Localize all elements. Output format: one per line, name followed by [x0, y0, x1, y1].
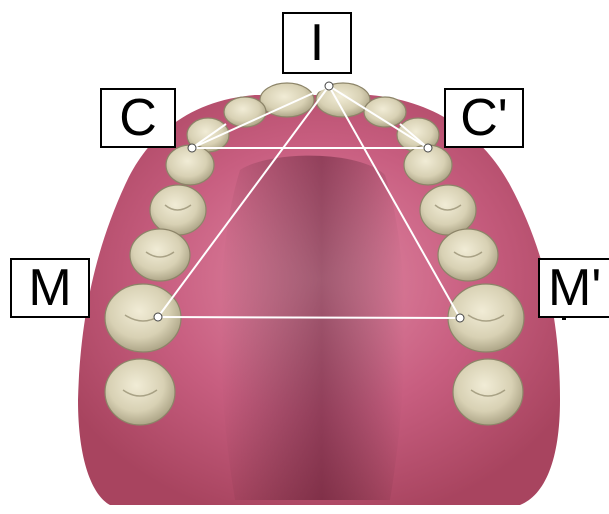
point-m-prime: [456, 314, 464, 322]
palate-vault-shadow: [221, 156, 405, 500]
point-c: [188, 144, 196, 152]
label-incisor: I: [282, 12, 352, 74]
point-m: [154, 313, 162, 321]
label-molar-left: M: [10, 258, 90, 318]
label-canine-right: C': [444, 88, 524, 148]
point-c-prime: [424, 144, 432, 152]
point-i: [325, 82, 333, 90]
line-m-to-m-prime: [158, 317, 460, 318]
label-canine-left: C: [100, 88, 176, 148]
label-molar-right: M': [538, 258, 609, 318]
